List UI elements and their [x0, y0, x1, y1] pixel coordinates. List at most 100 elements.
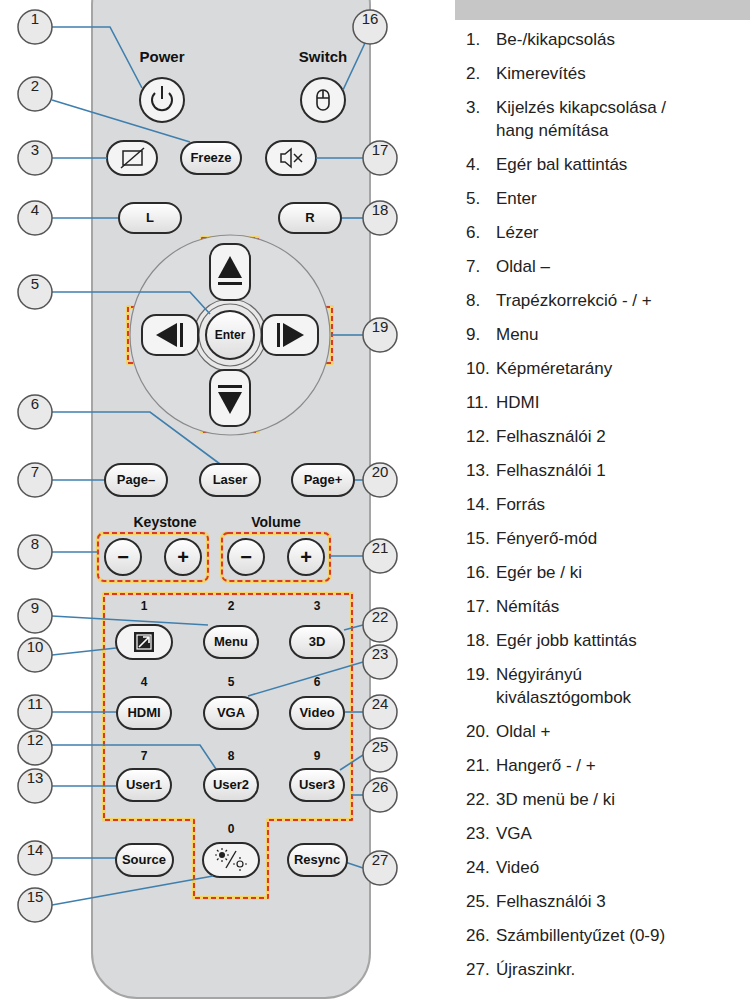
callout-circle — [363, 201, 397, 235]
direction-pad — [130, 235, 330, 435]
button-label: Source — [122, 852, 166, 868]
legend-row: 13.Felhasználói 1 — [466, 459, 746, 482]
switch-button — [301, 78, 345, 122]
dashed-group-outline — [98, 533, 208, 581]
legend-row: 1.Be-/kikapcsolás — [466, 28, 746, 51]
leader-line — [342, 217, 363, 219]
button-label: User2 — [213, 777, 249, 793]
button-label: Enter — [215, 328, 246, 342]
key-number: 4 — [134, 675, 154, 689]
button-label: L — [146, 210, 154, 226]
button-label: Video — [299, 705, 334, 721]
item-number: 26. — [466, 924, 496, 947]
legend-row: 22.3D menü be / ki — [466, 788, 746, 811]
labeled-button: Power — [123, 48, 201, 68]
item-text: Egér be / ki — [496, 561, 701, 584]
item-number: 25. — [466, 890, 496, 913]
button-label: Freeze — [190, 150, 231, 166]
legend-row: 17.Némítás — [466, 595, 746, 618]
item-text: Forrás — [496, 493, 701, 516]
item-text: 3D menü be / ki — [496, 788, 701, 811]
callout-circle — [363, 608, 397, 642]
callout-circle — [18, 10, 397, 922]
callout-number: 5 — [18, 275, 52, 309]
aspect-ratio-button — [116, 625, 172, 659]
dashed-group-outline — [98, 533, 208, 581]
leader-line — [52, 551, 98, 553]
item-number: 10. — [466, 357, 496, 380]
brightness-mode-button — [203, 843, 259, 877]
item-text: Menu — [496, 323, 701, 346]
item-number: 8. — [466, 289, 496, 312]
button-label: Laser — [213, 472, 248, 488]
item-text: Be-/kikapcsolás — [496, 28, 701, 51]
callout-circle — [353, 10, 387, 44]
key-number: 5 — [221, 675, 241, 689]
callout-number: 8 — [18, 535, 52, 569]
callout-number: 13 — [18, 769, 52, 803]
callout-number: 6 — [18, 395, 52, 429]
direction-pad — [262, 315, 318, 355]
callout-number: 9 — [18, 599, 52, 633]
group-heading: Keystone — [110, 514, 220, 530]
leader-line — [52, 711, 116, 713]
direction-pad — [142, 315, 198, 355]
callout-circle — [18, 535, 52, 569]
round-button: − — [104, 538, 142, 576]
item-text: Fényerő-mód — [496, 527, 701, 550]
group-heading: Volume — [221, 514, 331, 530]
direction-pad — [277, 323, 280, 347]
callout-number: 26 — [363, 778, 397, 812]
power-button — [140, 78, 184, 122]
callout-number: 21 — [363, 539, 397, 573]
callout-number: 24 — [363, 695, 397, 729]
legend-row: 5.Enter — [466, 187, 746, 210]
leader-line — [345, 711, 363, 713]
key-number: 1 — [134, 599, 154, 613]
item-number: 27. — [466, 958, 496, 981]
button-label: User1 — [126, 777, 162, 793]
callout-number: 25 — [363, 738, 397, 772]
round-button: + — [287, 538, 325, 576]
legend-row: 19.Négyirányú kiválasztógombok — [466, 663, 746, 709]
callout-number: 19 — [363, 318, 397, 352]
dashed-group-outline — [104, 594, 352, 898]
switch-button — [317, 90, 329, 110]
item-number: 24. — [466, 856, 496, 879]
power-button — [161, 86, 163, 99]
mute-button — [281, 149, 291, 167]
leader-line — [52, 857, 116, 859]
aspect-ratio-button — [116, 625, 172, 659]
item-text: Felhasználói 2 — [496, 425, 701, 448]
callout-number: 4 — [18, 201, 52, 235]
item-number: 16. — [466, 561, 496, 584]
leader-line — [52, 745, 216, 769]
button-label: User3 — [299, 777, 335, 793]
legend-list: 1.Be-/kikapcsolás2.Kimerevítés3.Kijelzés… — [466, 28, 746, 992]
legend-row: 9.Menu — [466, 323, 746, 346]
item-text: Felhasználói 3 — [496, 890, 701, 913]
legend-row: 21.Hangerő - / + — [466, 754, 746, 777]
item-number: 15. — [466, 527, 496, 550]
callout-circle — [363, 318, 397, 352]
callout-circle — [363, 778, 397, 812]
item-number: 6. — [466, 221, 496, 244]
leader-line — [332, 334, 363, 336]
callout-number: 27 — [363, 851, 397, 885]
key-number: 9 — [307, 749, 327, 763]
button-label: Switch — [284, 48, 362, 66]
remote-button: Page– — [104, 463, 168, 497]
display-off-button — [121, 148, 144, 168]
remote-button: Page+ — [291, 463, 355, 497]
item-number: 18. — [466, 629, 496, 652]
item-text: Hangerő - / + — [496, 754, 701, 777]
item-number: 4. — [466, 153, 496, 176]
leader-line — [52, 616, 208, 625]
button-label: VGA — [217, 705, 245, 721]
direction-pad — [194, 299, 266, 371]
leader-line — [52, 27, 142, 88]
callout-circle — [363, 738, 397, 772]
mute-button — [266, 141, 316, 175]
switch-button — [301, 78, 345, 122]
